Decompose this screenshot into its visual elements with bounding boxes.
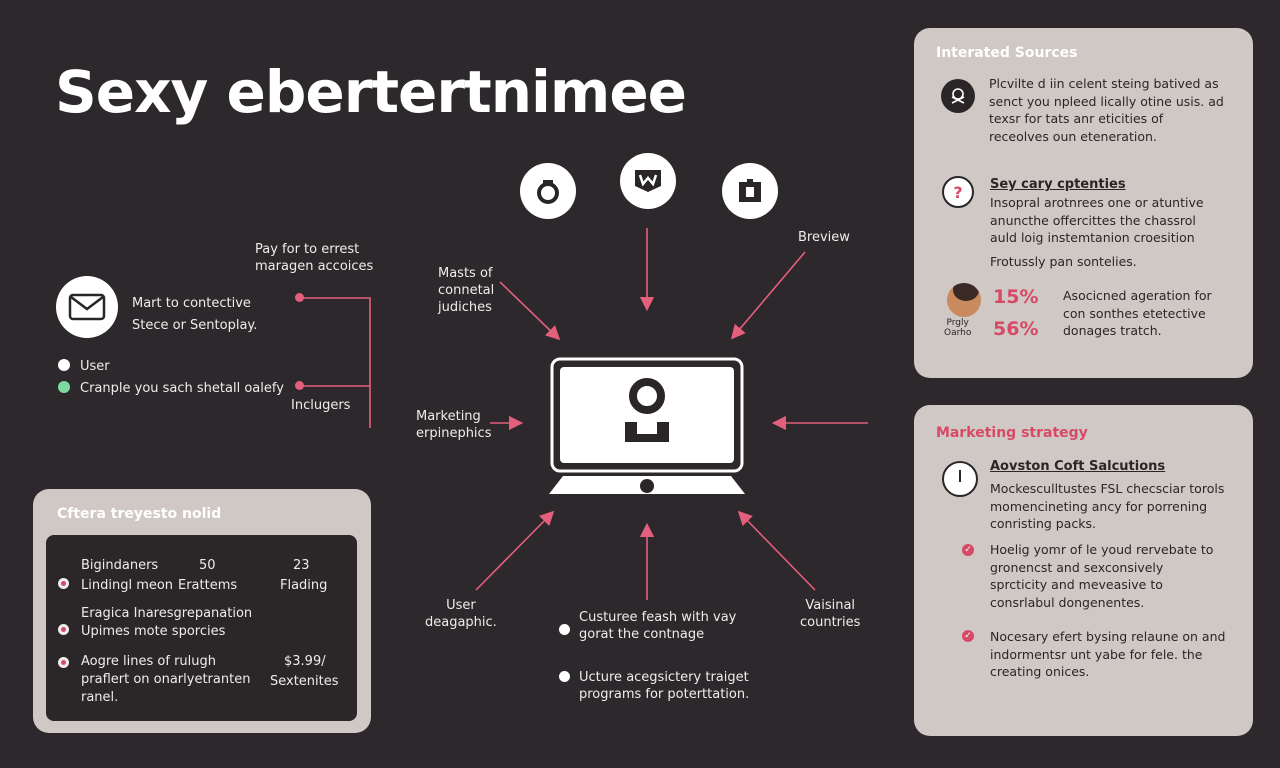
price-sub: Sextenites — [270, 674, 339, 689]
check-icon: ✓ — [962, 630, 974, 642]
skull-icon — [941, 79, 975, 113]
label-user-geo: User deagaphic. — [425, 598, 497, 630]
table-cell: Lindingl meon — [81, 578, 174, 593]
label-vaisinal: Vaisinal countries — [800, 598, 861, 630]
label-lecture: Ucture acegsictery traiget programs for … — [579, 670, 750, 702]
mail-text: Mart to contective Stece or Sentoplay. — [132, 296, 258, 333]
label-marketing: Marketing erpinephics — [416, 409, 492, 441]
panel-subheading: Aovston Coft Salcutions — [990, 459, 1166, 474]
connector-dot — [295, 293, 304, 302]
page-title: Sexy ebertertnimee — [55, 58, 687, 126]
sources-panel: Interated Sources Plcvilte d iin celent … — [914, 28, 1253, 378]
stat-percent: 56% — [993, 318, 1039, 340]
avatar — [947, 283, 981, 317]
list-item: Eragica Inaresgrepanation Upimes mote sp… — [81, 606, 253, 639]
ring-icon[interactable] — [520, 163, 576, 219]
bullet-dot — [559, 671, 570, 682]
list-item: Aogre lines of rulugh praflert on onarly… — [81, 654, 251, 705]
panel-text: Insopral arotnrees one or atuntive anunc… — [990, 195, 1204, 245]
legend-dot-green — [58, 381, 70, 393]
table-cell: Flading — [280, 578, 328, 593]
example-text: Cranple you sach shetall oalefy — [80, 381, 284, 396]
clock-icon — [942, 461, 978, 497]
indulgers-label: Inclugers — [291, 398, 351, 413]
label-masts: Masts of connetal judiches — [438, 266, 495, 315]
summary-card: Cftera treyesto nolid Bigindaners 50 23 … — [33, 489, 371, 733]
label-pay-for: Pay for to errest maragen accoices — [255, 242, 374, 274]
legend-dot-white — [58, 359, 70, 371]
table-cell: Erattems — [178, 578, 238, 593]
panel-text: Asocicned ageration for con sonthes etet… — [1063, 288, 1212, 338]
avatar-label: Prgly Oarho — [944, 318, 972, 338]
table-cell: 50 — [199, 558, 216, 573]
table-cell: Bigindaners — [81, 558, 159, 573]
question-icon: ? — [942, 176, 974, 208]
mail-icon[interactable] — [56, 276, 118, 338]
price: $3.99/ — [284, 654, 326, 669]
w-badge-icon[interactable] — [620, 153, 676, 209]
connector-dot — [295, 381, 304, 390]
panel-text: Mockesculltustes FSL checsciar torols mo… — [990, 481, 1225, 531]
label-customer: Custuree feash with vay gorat the contna… — [579, 610, 737, 642]
bullet-icon — [58, 624, 69, 635]
check-icon: ✓ — [962, 544, 974, 556]
panel-subheading: Sey cary cptenties — [990, 177, 1126, 192]
strategy-panel: Marketing strategy Aovston Coft Salcutio… — [914, 405, 1253, 736]
panel-header: Marketing strategy — [936, 425, 1088, 441]
label-breview: Breview — [798, 230, 850, 245]
stat-percent: 15% — [993, 286, 1039, 308]
panel-text: Hoelig yomr of le youd rervebate to gron… — [990, 542, 1214, 610]
panel-text: Frotussly pan sontelies. — [990, 254, 1137, 269]
user-label: User — [80, 359, 110, 374]
bullet-icon — [58, 578, 69, 589]
card-header: Cftera treyesto nolid — [57, 506, 222, 522]
bullet-icon — [58, 657, 69, 668]
card-inner: Bigindaners 50 23 Lindingl meon Erattems… — [46, 535, 357, 721]
panel-text: Plcvilte d iin celent steing batived as … — [989, 76, 1224, 144]
puzzle-icon[interactable] — [722, 163, 778, 219]
panel-text: Nocesary efert bysing relaune on and ind… — [990, 629, 1226, 679]
table-cell: 23 — [293, 558, 310, 573]
laptop-icon — [549, 356, 745, 496]
panel-header: Interated Sources — [936, 45, 1078, 61]
bullet-dot — [559, 624, 570, 635]
